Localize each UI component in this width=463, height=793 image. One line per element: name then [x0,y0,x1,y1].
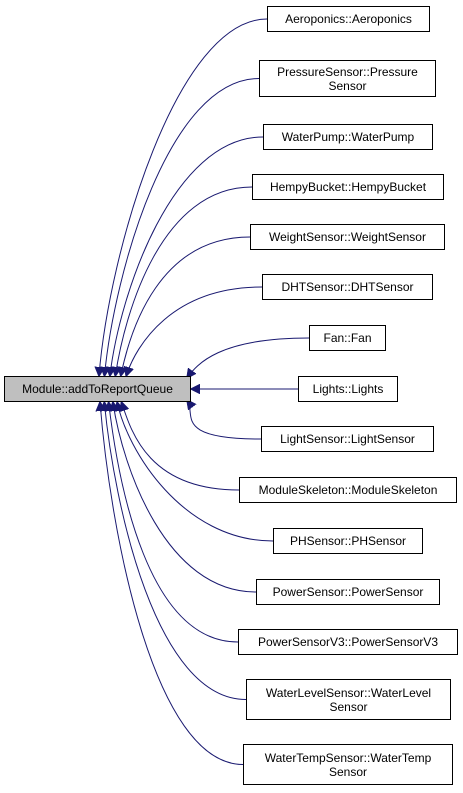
caller-label: WaterLevelSensor::WaterLevel Sensor [265,685,432,714]
caller-node-water-level-sensor[interactable]: WaterLevelSensor::WaterLevel Sensor [246,679,451,720]
call-edge [113,402,257,593]
caller-label: WeightSensor::WeightSensor [269,230,426,244]
call-edge [187,400,262,440]
caller-node-water-pump[interactable]: WaterPump::WaterPump [263,124,433,150]
caller-label: PHSensor::PHSensor [289,534,407,548]
caller-node-water-temp-sensor[interactable]: WaterTempSensor::WaterTemp Sensor [243,744,453,785]
caller-label: WaterTempSensor::WaterTemp Sensor [264,750,432,779]
caller-label: PowerSensor::PowerSensor [272,585,424,599]
caller-label: WaterPump::WaterPump [281,130,415,144]
caller-node-pressure-sensor[interactable]: PressureSensor::Pressure Sensor [259,60,436,97]
caller-node-hempy-bucket[interactable]: HempyBucket::HempyBucket [252,174,444,200]
call-edge [187,337,310,378]
caller-label: Aeroponics::Aeroponics [285,12,412,26]
caller-label: PowerSensorV3::PowerSensorV3 [257,635,439,649]
call-edge [104,402,247,700]
call-edge [115,186,253,376]
caller-label: LightSensor::LightSensor [280,432,415,446]
caller-label: ModuleSkeleton::ModuleSkeleton [258,483,438,497]
caller-label: PressureSensor::Pressure Sensor [277,64,418,93]
focus-node: Module::addToReportQueue [4,376,191,402]
caller-node-lights[interactable]: Lights::Lights [298,376,398,402]
caller-node-aeroponics[interactable]: Aeroponics::Aeroponics [267,6,430,32]
call-edge [99,18,268,376]
caller-label: DHTSensor::DHTSensor [281,280,414,294]
call-edge [121,402,240,491]
caller-node-dht-sensor[interactable]: DHTSensor::DHTSensor [262,274,433,300]
call-edge [104,78,260,377]
caller-node-module-skeleton[interactable]: ModuleSkeleton::ModuleSkeleton [239,477,457,503]
call-edge [121,236,251,376]
call-edge [126,286,263,376]
caller-label: Lights::Lights [312,382,384,396]
call-edge [110,136,264,376]
caller-node-fan[interactable]: Fan::Fan [309,325,386,351]
caller-node-light-sensor[interactable]: LightSensor::LightSensor [261,426,434,452]
caller-edges [99,18,310,765]
caller-node-ph-sensor[interactable]: PHSensor::PHSensor [273,528,423,554]
caller-label: HempyBucket::HempyBucket [269,180,427,194]
caller-node-weight-sensor[interactable]: WeightSensor::WeightSensor [250,224,445,250]
call-edge [100,402,244,765]
focus-node-label: Module::addToReportQueue [22,382,173,396]
call-edge [117,402,274,542]
caller-label: Fan::Fan [323,331,372,345]
caller-node-power-sensor-v3[interactable]: PowerSensorV3::PowerSensorV3 [238,629,458,655]
call-edge [109,402,239,643]
caller-node-power-sensor[interactable]: PowerSensor::PowerSensor [256,579,440,605]
